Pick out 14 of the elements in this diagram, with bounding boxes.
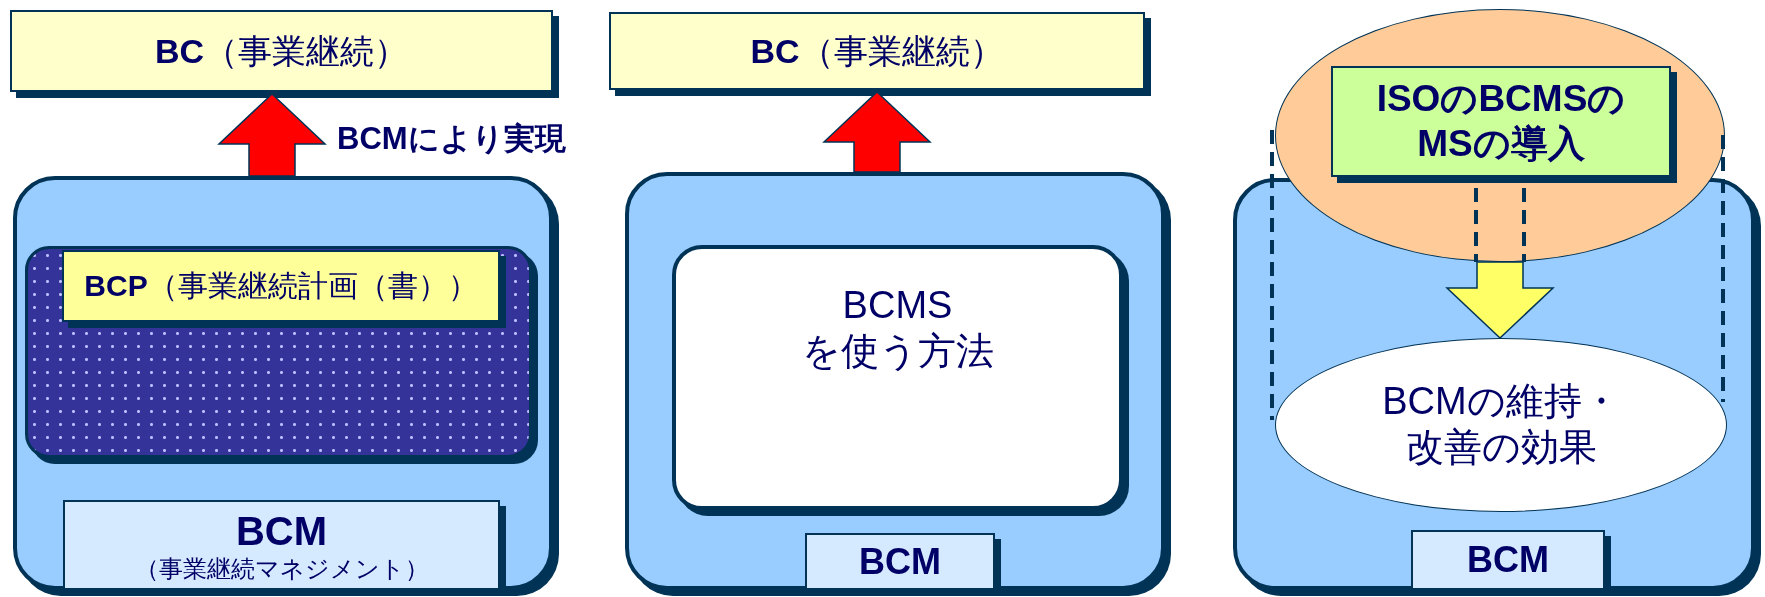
edge-label: BCMにより実現 <box>337 122 566 157</box>
node-label: BC（事業継続） <box>154 30 409 72</box>
node-label: BCMの維持・改善の効果 <box>1381 379 1621 470</box>
block-arrow <box>217 92 327 177</box>
node-label: BC（事業継続） <box>750 30 1004 72</box>
node-label: BCM <box>1467 538 1549 582</box>
block-arrow <box>822 90 932 173</box>
node-label: ISOのBCMSのMSの導入 <box>1375 77 1627 166</box>
block-arrow <box>1445 261 1555 340</box>
node-label: BCMS を使う方法 <box>800 283 995 374</box>
node-label: BCM <box>235 507 328 555</box>
node-label: BCP（事業継続計画（書）） <box>84 268 478 304</box>
node-label: （事業継続マネジメント） <box>134 554 429 584</box>
node-label: BCM <box>859 539 941 584</box>
